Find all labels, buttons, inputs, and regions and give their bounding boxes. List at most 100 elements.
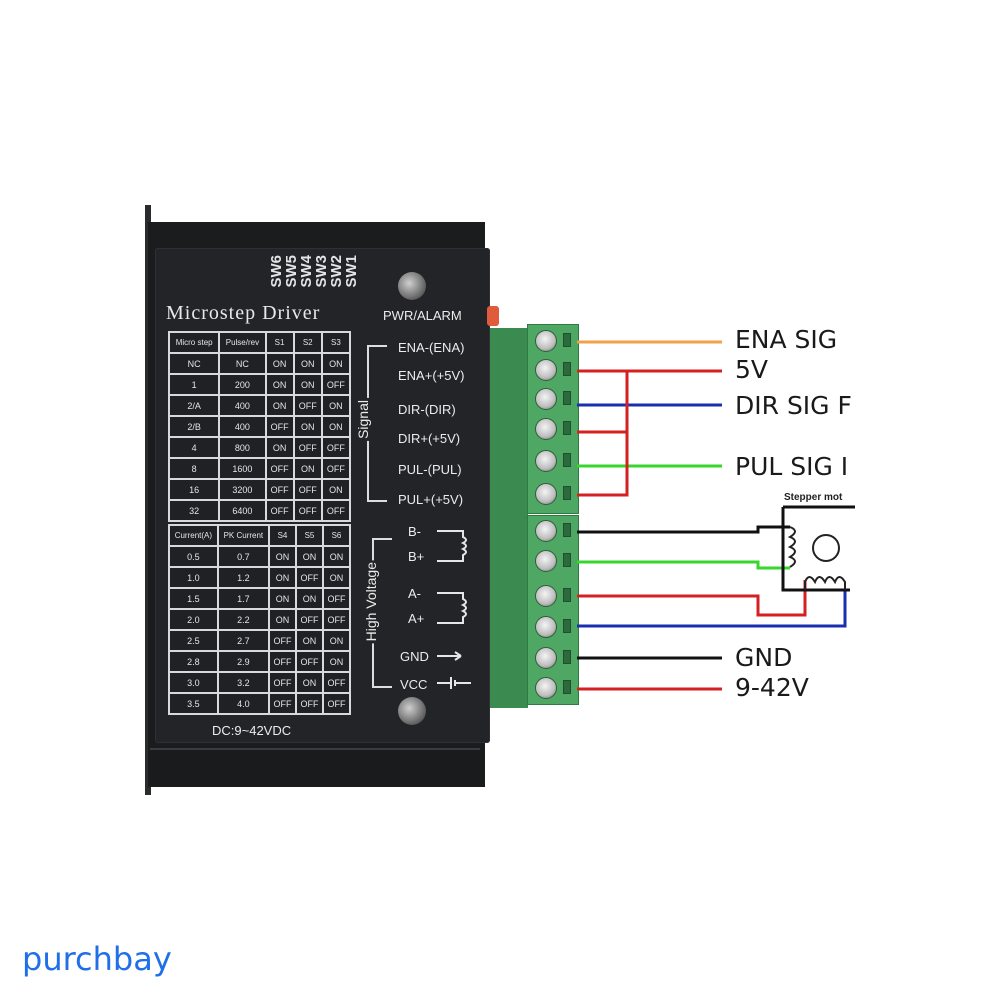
table-cell: 1.7 [216, 587, 271, 610]
table-cell: 1600 [218, 457, 267, 480]
terminal-screw[interactable] [535, 418, 557, 440]
table-cell: OFF [264, 499, 295, 522]
terminal-screw[interactable] [535, 550, 557, 572]
table-header: Pulse/rev [218, 331, 267, 354]
terminal-screw[interactable] [535, 520, 557, 542]
table-cell: ON [292, 352, 323, 375]
table-header: Micro step [167, 331, 221, 354]
terminal-housing [490, 328, 528, 708]
table-cell: NC [218, 352, 267, 375]
table-header: S5 [294, 524, 324, 547]
brand-logo: purchbay [22, 940, 172, 978]
wire-b-plus [577, 560, 790, 570]
wire-label: ENA SIG [735, 325, 838, 354]
ground-arrow-icon [437, 651, 462, 661]
table-cell: 2.5 [168, 629, 219, 652]
wire-label: 9-42V [735, 673, 809, 702]
terminal-slot [563, 680, 571, 694]
terminal-slot [563, 391, 571, 405]
table-cell: 2.8 [168, 650, 219, 673]
terminal-slot [563, 421, 571, 435]
table-cell: 3.5 [168, 692, 219, 715]
wire-label: GND [735, 643, 793, 672]
table-cell: OFF [268, 629, 297, 652]
wire-a-plus [577, 590, 847, 628]
signal-bracket-top [367, 345, 387, 347]
table-cell: 4.0 [216, 692, 271, 715]
table-cell: ON [268, 587, 297, 610]
table-cell: ON [321, 629, 352, 652]
table-cell: 2.7 [216, 629, 271, 652]
table-header: S3 [320, 331, 352, 354]
terminal-slot [563, 553, 571, 567]
table-cell: 200 [218, 373, 267, 396]
table-cell: ON [264, 352, 295, 375]
table-cell: ON [268, 566, 297, 589]
table-cell: 400 [218, 394, 267, 417]
table-cell: OFF [268, 671, 297, 694]
table-cell: OFF [320, 373, 352, 396]
terminal-screw[interactable] [535, 388, 557, 410]
terminal-screw[interactable] [535, 585, 557, 607]
table-cell: ON [268, 608, 297, 631]
table-cell: ON [320, 415, 352, 438]
table-cell: OFF [321, 587, 352, 610]
table-cell: ON [264, 394, 295, 417]
signal-terminal-label: ENA-(ENA) [398, 340, 465, 355]
table-cell: OFF [294, 566, 324, 589]
terminal-screw[interactable] [535, 483, 557, 505]
table-cell: NC [167, 352, 221, 375]
table-cell: 32 [167, 499, 221, 522]
table-cell: OFF [292, 394, 323, 417]
table-cell: 3.2 [216, 671, 271, 694]
signal-terminal-label: PUL-(PUL) [398, 462, 462, 477]
terminal-screw[interactable] [535, 616, 557, 638]
terminal-screw[interactable] [535, 330, 557, 352]
pwr-alarm-label: PWR/ALARM [383, 308, 462, 323]
table-cell: 4 [167, 436, 221, 459]
table-cell: OFF [321, 692, 352, 715]
voltage-rating: DC:9~42VDC [212, 723, 292, 738]
wire-label: PUL SIG I [735, 452, 849, 481]
power-terminal-label: VCC [400, 677, 428, 692]
table-cell: 2/B [167, 415, 221, 438]
table-cell: OFF [264, 457, 295, 480]
terminal-screw[interactable] [535, 677, 557, 699]
table-cell: 800 [218, 436, 267, 459]
power-terminal-label: B+ [408, 549, 425, 564]
table-cell: 0.7 [216, 545, 271, 568]
wire-a-minus [577, 580, 807, 617]
table-cell: 1.5 [168, 587, 219, 610]
table-cell: OFF [321, 608, 352, 631]
terminal-slot [563, 333, 571, 347]
table-cell: ON [294, 671, 324, 694]
terminal-screw[interactable] [535, 647, 557, 669]
power-terminal-label: A+ [408, 611, 425, 626]
table-cell: 3200 [218, 478, 267, 501]
table-cell: OFF [321, 671, 352, 694]
terminal-screw[interactable] [535, 359, 557, 381]
table-cell: 6400 [218, 499, 267, 522]
table-cell: ON [321, 545, 352, 568]
table-cell: 8 [167, 457, 221, 480]
terminal-screw[interactable] [535, 450, 557, 472]
table-header: S6 [321, 524, 352, 547]
table-cell: 3.0 [168, 671, 219, 694]
table-cell: ON [320, 478, 352, 501]
power-terminal-label: GND [400, 649, 429, 664]
table-cell: 0.5 [168, 545, 219, 568]
table-cell: 1.2 [216, 566, 271, 589]
